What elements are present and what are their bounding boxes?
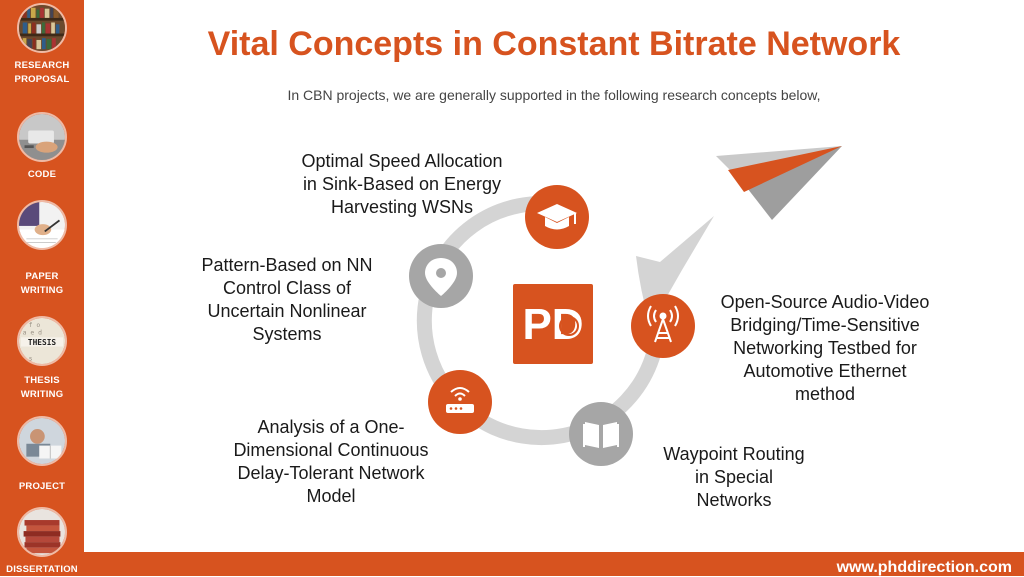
sidebar-item-label: WRITING bbox=[20, 389, 64, 400]
sidebar-item-label: PROPOSAL bbox=[14, 74, 70, 85]
wifi-router-icon bbox=[446, 387, 474, 413]
location-pin-icon bbox=[425, 258, 457, 296]
concept-2: Pattern-Based on NN Control Class of Unc… bbox=[182, 254, 392, 346]
sidebar-item-label: DISSERTATION bbox=[6, 564, 78, 575]
page-subtitle: In CBN projects, we are generally suppor… bbox=[287, 87, 821, 103]
footer-bar: www.phddirection.com bbox=[84, 552, 1024, 576]
logo-text: PD bbox=[522, 300, 583, 349]
concept-line: Networks bbox=[696, 490, 772, 510]
concept-line: Optimal Speed Allocation bbox=[301, 151, 503, 171]
thumb-text: THESIS bbox=[28, 338, 57, 347]
sidebar-item-project[interactable]: PROJECT bbox=[0, 416, 84, 494]
concept-line: Dimensional Continuous bbox=[233, 440, 429, 460]
sidebar-item-label: RESEARCH bbox=[14, 60, 70, 71]
concept-line: Networking Testbed for bbox=[733, 338, 917, 358]
concept-5: Analysis of a One- Dimensional Continuou… bbox=[206, 416, 456, 508]
paper-plane-icon bbox=[716, 146, 842, 220]
sidebar-item-paper-writing[interactable]: PAPER WRITING bbox=[0, 200, 84, 298]
footer-url-link[interactable]: www.phddirection.com bbox=[836, 559, 1012, 576]
concept-icon-4 bbox=[569, 402, 633, 466]
concept-line: Pattern-Based on NN bbox=[201, 255, 373, 275]
sidebar-item-research-proposal[interactable]: RESEARCH PROPOSAL bbox=[0, 3, 84, 87]
concept-line: Open-Source Audio-Video bbox=[720, 292, 930, 312]
concept-line: Analysis of a One- bbox=[257, 417, 405, 437]
concept-line: Bridging/Time-Sensitive bbox=[730, 315, 920, 335]
graduation-cap-icon bbox=[537, 204, 577, 230]
open-book-icon bbox=[583, 422, 619, 448]
svg-text:c f o: c f o bbox=[21, 321, 41, 329]
sidebar-item-label: PROJECT bbox=[18, 481, 66, 492]
concept-line: Model bbox=[306, 486, 356, 506]
concept-1: Optimal Speed Allocation in Sink-Based o… bbox=[272, 150, 532, 219]
sidebar-item-label: THESIS bbox=[24, 375, 60, 386]
writing-hand-thumbnail bbox=[17, 200, 67, 250]
concept-icon-1 bbox=[525, 185, 589, 249]
sidebar-item-label: WRITING bbox=[20, 285, 64, 296]
desk-thumbnail bbox=[17, 112, 67, 162]
book-stack-thumbnail bbox=[17, 507, 67, 557]
sidebar: RESEARCH PROPOSAL CODE PAPER WRITING c f… bbox=[0, 0, 84, 576]
pd-logo: PD bbox=[513, 284, 593, 364]
person-reading-thumbnail bbox=[17, 416, 67, 466]
concept-4: Waypoint Routing in Special Networks bbox=[644, 443, 824, 512]
concept-line: Automotive Ethernet bbox=[743, 361, 907, 381]
svg-text:a e d: a e d bbox=[23, 329, 43, 337]
sidebar-item-code[interactable]: CODE bbox=[0, 112, 84, 182]
concept-line: Control Class of bbox=[222, 278, 352, 298]
sidebar-item-label: PAPER bbox=[25, 271, 59, 282]
page-title: Vital Concepts in Constant Bitrate Netwo… bbox=[207, 25, 901, 63]
sidebar-item-dissertation[interactable]: DISSERTATION bbox=[0, 507, 84, 577]
concept-line: Waypoint Routing bbox=[663, 444, 805, 464]
concept-icon-2 bbox=[409, 244, 473, 308]
concept-line: method bbox=[794, 384, 856, 404]
concept-icon-3 bbox=[631, 294, 695, 358]
svg-text:r s: r s bbox=[21, 354, 33, 362]
concept-line: Uncertain Nonlinear bbox=[207, 301, 367, 321]
radio-tower-icon bbox=[647, 305, 679, 343]
concept-line: in Special bbox=[694, 467, 774, 487]
sidebar-item-label: CODE bbox=[27, 169, 57, 180]
concept-line: Delay-Tolerant Network bbox=[237, 463, 425, 483]
concept-3: Open-Source Audio-Video Bridging/Time-Se… bbox=[700, 291, 950, 406]
bookshelf-thumbnail bbox=[17, 3, 67, 53]
concept-line: Systems bbox=[252, 324, 322, 344]
concept-line: in Sink-Based on Energy bbox=[302, 174, 502, 194]
concept-line: Harvesting WSNs bbox=[330, 197, 474, 217]
